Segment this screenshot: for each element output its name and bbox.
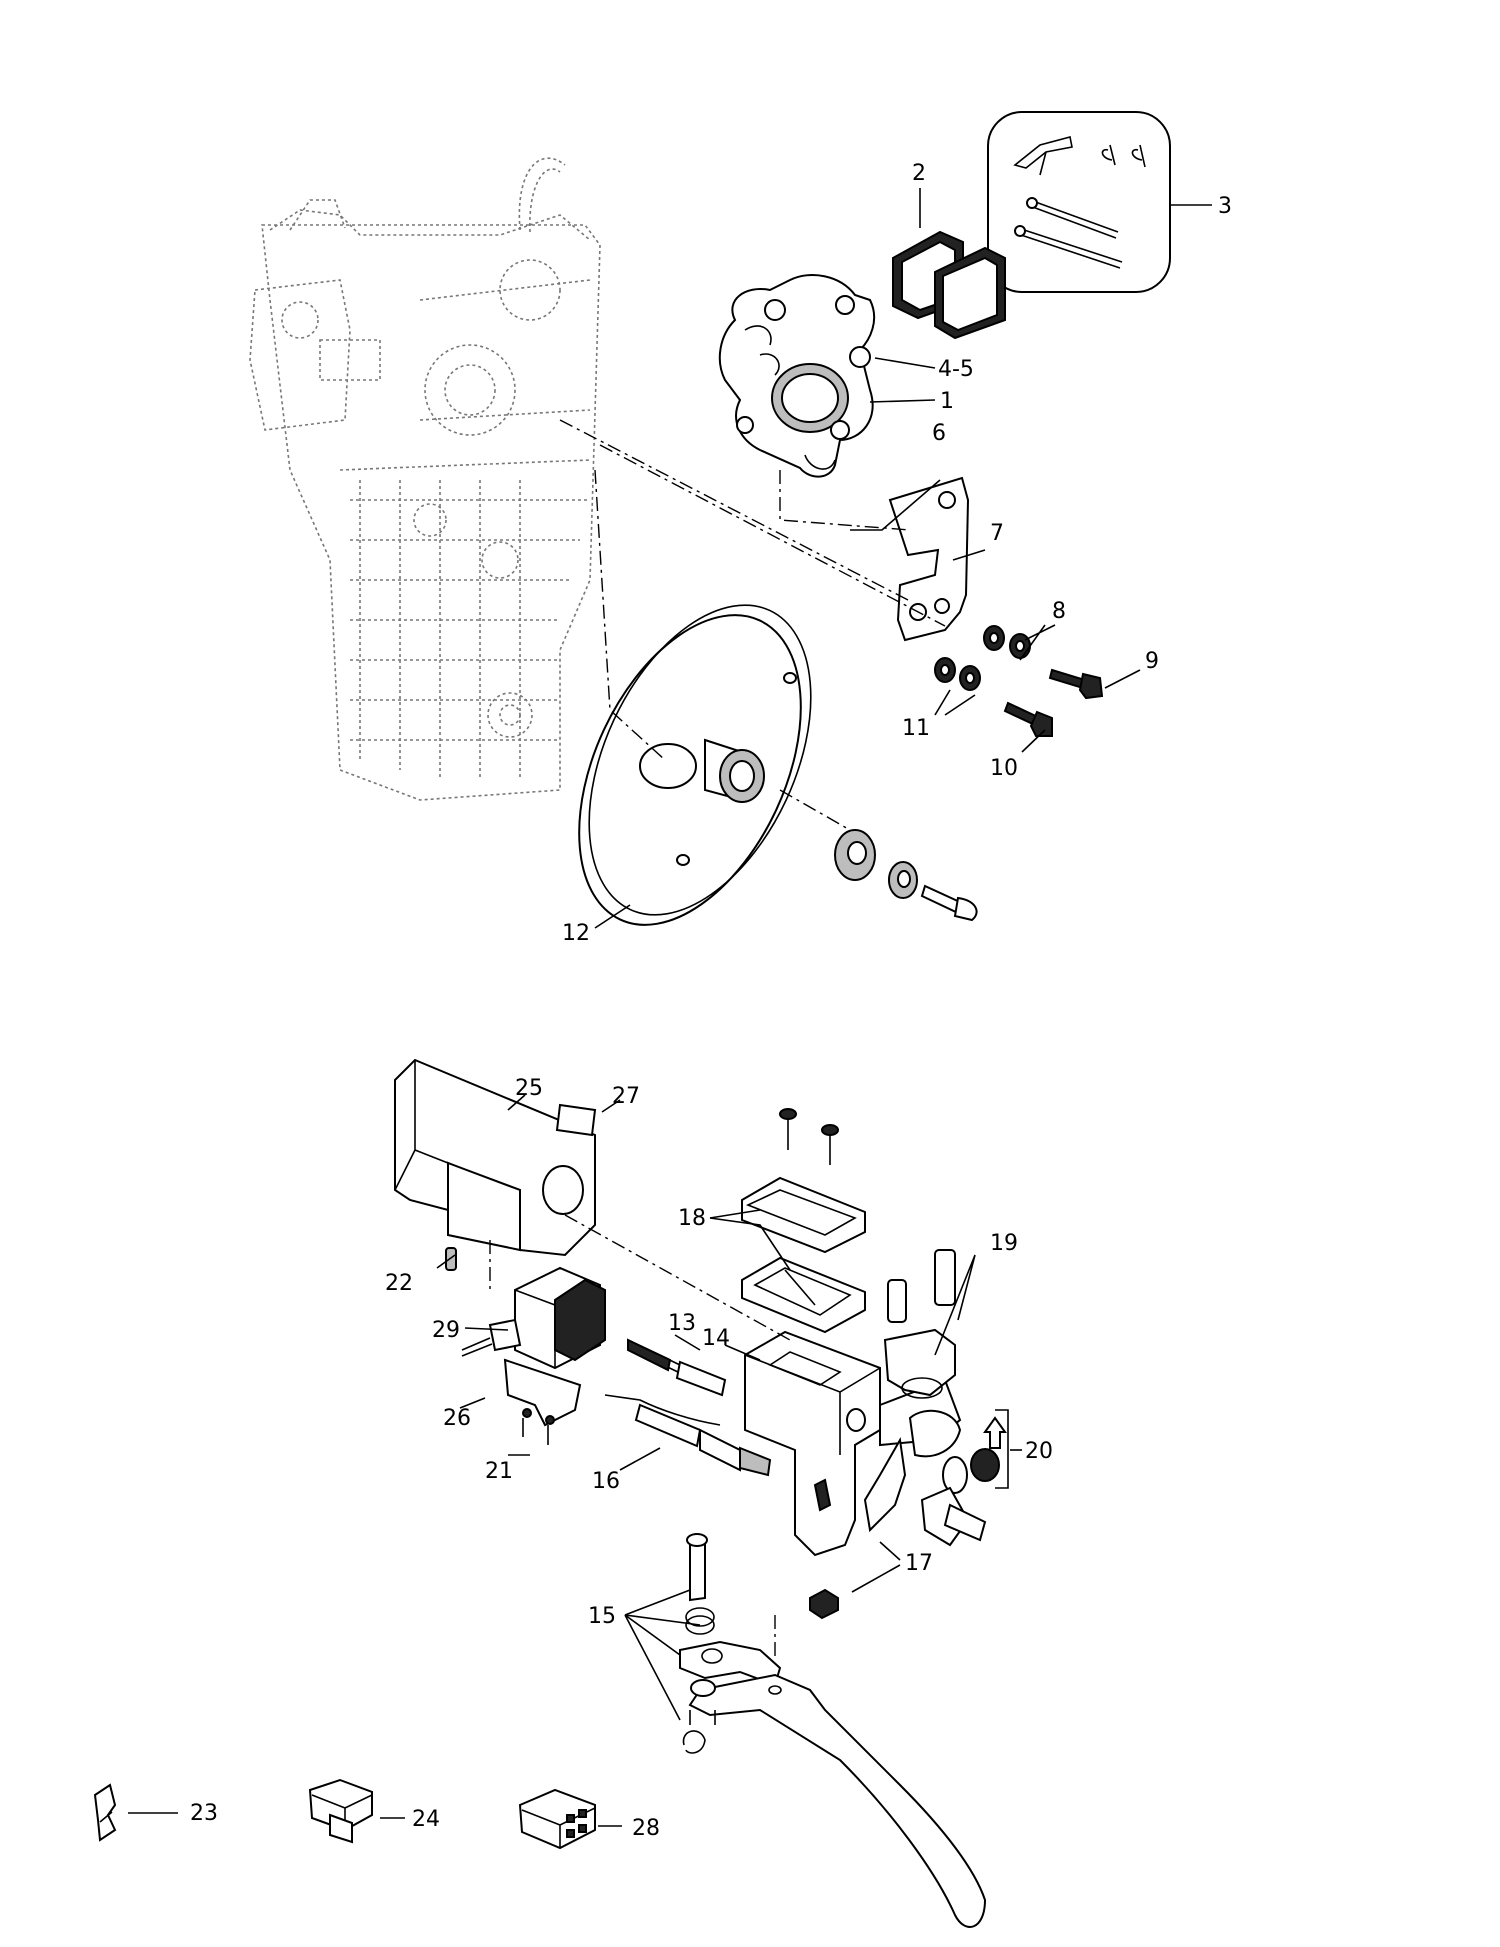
callout-20: 20 — [1025, 1439, 1053, 1464]
lower-centerlines — [489, 1214, 791, 1660]
fasteners-upper — [934, 625, 1104, 737]
piston-set — [920, 1416, 1007, 1547]
callout-27: 27 — [612, 1084, 640, 1109]
callout-16: 16 — [592, 1469, 620, 1494]
callout-21: 21 — [485, 1459, 513, 1484]
callout-8: 8 — [1052, 599, 1066, 624]
wiring-connectors — [93, 1778, 596, 1850]
callout-24: 24 — [412, 1807, 440, 1832]
callout-12: 12 — [562, 921, 590, 946]
engine-block-ghost — [249, 157, 601, 801]
callout-7: 7 — [990, 521, 1004, 546]
callout-23: 23 — [190, 1801, 218, 1826]
reservoir-cover-gasket — [741, 1108, 866, 1334]
brake-caliper — [718, 274, 876, 478]
brake-pads — [892, 230, 1006, 340]
callout-11: 11 — [902, 716, 930, 741]
caliper-bracket — [888, 476, 970, 642]
callout-29: 29 — [432, 1318, 460, 1343]
callout-13: 13 — [668, 1311, 696, 1336]
disc-spacers-bolt — [834, 829, 978, 922]
master-cylinder-cover — [394, 1058, 597, 1257]
brake-disc — [578, 604, 812, 926]
callout-22: 22 — [385, 1271, 413, 1296]
upper-centerlines — [559, 419, 946, 831]
pad-pin-kit — [987, 111, 1171, 293]
callout-28: 28 — [632, 1816, 660, 1841]
callout-14: 14 — [702, 1326, 730, 1351]
callout-2: 2 — [912, 161, 926, 186]
callout-6: 6 — [932, 421, 946, 446]
handlebar-clamp — [883, 1249, 962, 1458]
brake-switch-assembly — [445, 1247, 606, 1445]
callout-leader-lines — [128, 188, 1212, 1827]
callout-17: 17 — [905, 1551, 933, 1576]
brake-lever — [679, 1533, 987, 1928]
callout-9: 9 — [1145, 649, 1159, 674]
callout-15: 15 — [588, 1604, 616, 1629]
callout-25: 25 — [515, 1076, 543, 1101]
callout-26: 26 — [443, 1406, 471, 1431]
callout-10: 10 — [990, 756, 1018, 781]
callout-3: 3 — [1218, 194, 1232, 219]
callout-18: 18 — [678, 1206, 706, 1231]
callout-labels: 1 2 3 4-5 6 7 8 9 10 11 12 13 14 15 16 1… — [190, 161, 1232, 1841]
callout-1: 1 — [940, 389, 954, 414]
brake-cables — [604, 1338, 772, 1477]
callout-19: 19 — [990, 1231, 1018, 1256]
callout-4-5: 4-5 — [938, 357, 974, 382]
